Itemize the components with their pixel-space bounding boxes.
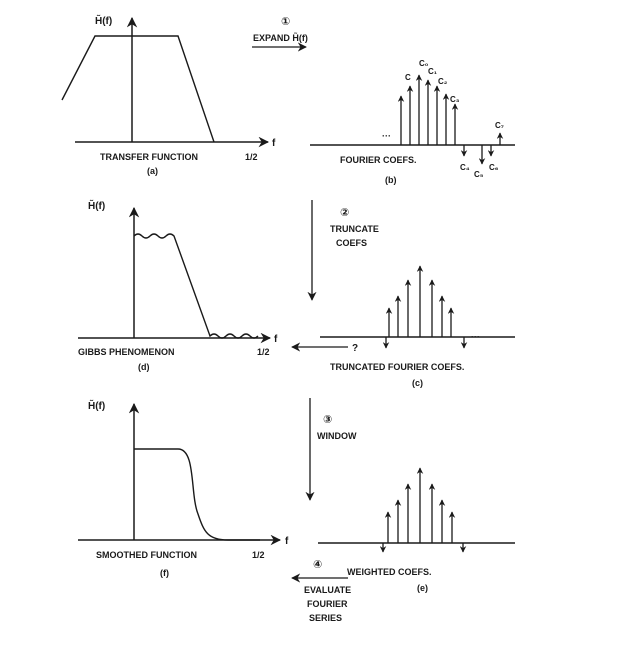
- panel-e-stems: [379, 467, 467, 553]
- panel-d-gibbs-phenomenon: H̃(f) f 1/2 GIBBS PHENOMENON (d): [78, 199, 278, 372]
- panel-a-transfer-function: H̃(f) f 1/2 TRANSFER FUNCTION (a): [61, 14, 276, 176]
- panel-b-fourier-coefs: ··· C C₀ C₁ C₂ C₃ C₄ C₅ C₆ C₇ FOURIER CO…: [310, 59, 515, 185]
- panel-b-coef-label: C₇: [495, 121, 504, 130]
- panel-b-coef-label: C₁: [428, 67, 438, 76]
- step-4-label-line3: SERIES: [309, 613, 342, 623]
- panel-f-smoothed-function: H̃(f) f 1/2 SMOOTHED FUNCTION (f): [78, 399, 289, 578]
- panel-d-title: GIBBS PHENOMENON: [78, 347, 175, 357]
- step-4-number: ④: [313, 559, 322, 571]
- step-2-truncate: ② TRUNCATE COEFS: [307, 200, 379, 301]
- panel-c-letter: (c): [412, 378, 423, 388]
- panel-b-coef-label: C₆: [489, 163, 499, 172]
- step-2-label-line2: COEFS: [336, 238, 367, 248]
- step-3-label: WINDOW: [317, 431, 357, 441]
- panel-a-half-label: 1/2: [245, 152, 258, 162]
- panel-d-y-label: H̃(f): [88, 199, 105, 212]
- step-4-label-line2: FOURIER: [307, 599, 348, 609]
- feedback-question-mark: ?: [352, 343, 358, 354]
- gibbs-feedback-arrow: ?: [291, 342, 358, 354]
- step-3-window: ③ WINDOW: [305, 398, 357, 501]
- panel-a-f-label: f: [272, 138, 276, 149]
- panel-c-truncated-coefs: ··· TRUNCATED FOURIER COEFS. (c): [320, 265, 515, 388]
- step-3-number: ③: [323, 414, 332, 426]
- panel-a-title: TRANSFER FUNCTION: [100, 152, 198, 162]
- panel-b-coef-label: C: [405, 73, 411, 82]
- panel-c-stems: [382, 265, 468, 349]
- panel-d-f-label: f: [274, 334, 278, 345]
- panel-b-letter: (b): [385, 175, 397, 185]
- step-2-number: ②: [340, 207, 349, 219]
- panel-b-coef-label: C₄: [460, 163, 470, 172]
- panel-c-ellipsis: ···: [471, 332, 480, 342]
- panel-b-title: FOURIER COEFS.: [340, 155, 417, 165]
- panel-b-stems: [397, 74, 504, 165]
- panel-f-title: SMOOTHED FUNCTION: [96, 550, 197, 560]
- panel-b-coef-label: C₅: [474, 170, 484, 179]
- step-4-label-line1: EVALUATE: [304, 585, 351, 595]
- panel-c-title: TRUNCATED FOURIER COEFS.: [330, 362, 464, 372]
- panel-b-coef-label: C₀: [419, 59, 429, 68]
- panel-b-coef-label: C₂: [438, 77, 448, 86]
- panel-f-y-label: H̃(f): [88, 399, 105, 412]
- step-1-label: EXPAND H̃(f): [253, 32, 308, 43]
- panel-a-y-label: H̃(f): [95, 14, 112, 27]
- step-4-evaluate: ④ EVALUATE FOURIER SERIES: [291, 559, 351, 623]
- panel-a-trapezoid-curve: [61, 35, 215, 143]
- panel-b-ellipsis: ···: [382, 131, 391, 141]
- panel-d-ripple-curve: [133, 233, 259, 339]
- panel-d-letter: (d): [138, 362, 150, 372]
- step-2-label-line1: TRUNCATE: [330, 224, 379, 234]
- panel-f-f-label: f: [285, 536, 289, 547]
- panel-a-letter: (a): [147, 166, 158, 176]
- panel-d-half-label: 1/2: [257, 347, 270, 357]
- panel-f-smooth-curve: [134, 448, 260, 541]
- panel-b-coef-label: C₃: [450, 95, 460, 104]
- panel-f-half-label: 1/2: [252, 550, 265, 560]
- step-1-expand: ① EXPAND H̃(f): [252, 16, 308, 52]
- panel-e-letter: (e): [417, 583, 428, 593]
- panel-e-title: WEIGHTED COEFS.: [347, 567, 432, 577]
- step-1-number: ①: [281, 16, 290, 28]
- panel-e-weighted-coefs: WEIGHTED COEFS. (e): [318, 467, 515, 593]
- panel-f-letter: (f): [160, 568, 169, 578]
